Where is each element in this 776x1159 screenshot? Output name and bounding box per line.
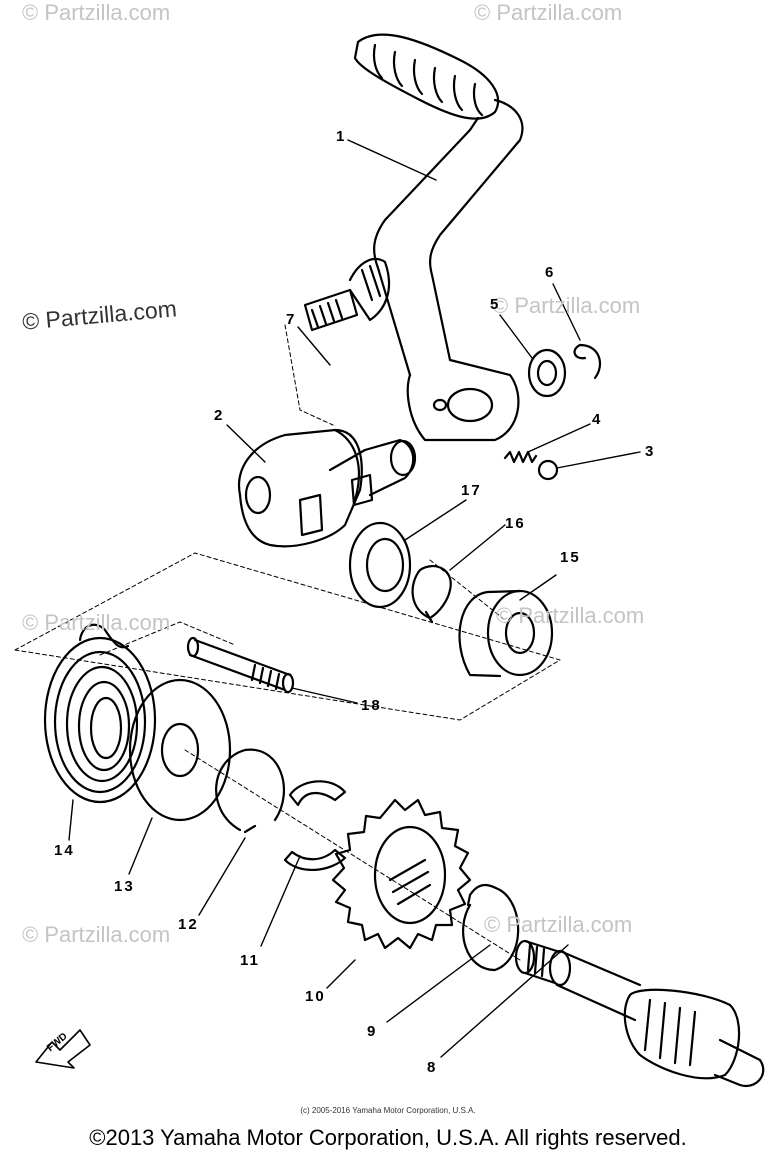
copyright-notice: ©2013 Yamaha Motor Corporation, U.S.A. A… <box>89 1125 687 1150</box>
callout-11: 11 <box>240 952 260 969</box>
callout-9: 9 <box>367 1023 378 1040</box>
oil-seal <box>348 521 412 609</box>
callout-15: 15 <box>560 549 581 566</box>
circlip <box>573 343 602 380</box>
kick-gear <box>331 798 472 950</box>
callout-6: 6 <box>545 264 556 281</box>
detent-spring <box>503 450 538 464</box>
watermark: © Partzilla.com <box>22 0 171 25</box>
kick-axle <box>514 939 765 1088</box>
callout-16: 16 <box>505 515 526 532</box>
callout-7: 7 <box>286 311 297 328</box>
watermark: © Partzilla.com <box>22 610 171 635</box>
detent-ball <box>537 459 559 481</box>
shaft-circlip <box>411 564 452 624</box>
retaining-clip <box>462 883 520 972</box>
fine-print: (c) 2005-2016 Yamaha Motor Corporation, … <box>300 1106 476 1115</box>
ratchet-clip <box>283 780 347 872</box>
callout-4: 4 <box>592 411 603 428</box>
thrust-plate <box>128 678 232 822</box>
callout-17: 17 <box>461 482 482 499</box>
watermark: © Partzilla.com <box>22 922 171 947</box>
callout-18: 18 <box>361 697 382 714</box>
kick-boss <box>238 428 417 548</box>
callout-12: 12 <box>178 916 199 933</box>
watermark: © Partzilla.com <box>484 912 633 937</box>
callout-14: 14 <box>54 842 75 859</box>
clamp-bolt <box>303 257 390 332</box>
callout-13: 13 <box>114 878 135 895</box>
callout-10: 10 <box>305 988 326 1005</box>
callout-2: 2 <box>214 407 225 424</box>
gear-circlip <box>215 748 285 834</box>
callout-5: 5 <box>490 296 501 313</box>
fwd-arrow-icon <box>35 1029 91 1069</box>
torsion-spring <box>43 623 157 804</box>
kick-crank-lever <box>353 33 524 442</box>
spring-pin <box>186 636 295 694</box>
callout-1: 1 <box>336 128 347 145</box>
collar-bushing <box>458 589 554 678</box>
watermark: © Partzilla.com <box>492 293 641 318</box>
plain-washer <box>527 348 567 398</box>
callout-8: 8 <box>427 1059 438 1076</box>
callout-3: 3 <box>645 443 656 460</box>
watermark: © Partzilla.com <box>474 0 623 25</box>
watermark: © Partzilla.com <box>496 603 645 628</box>
